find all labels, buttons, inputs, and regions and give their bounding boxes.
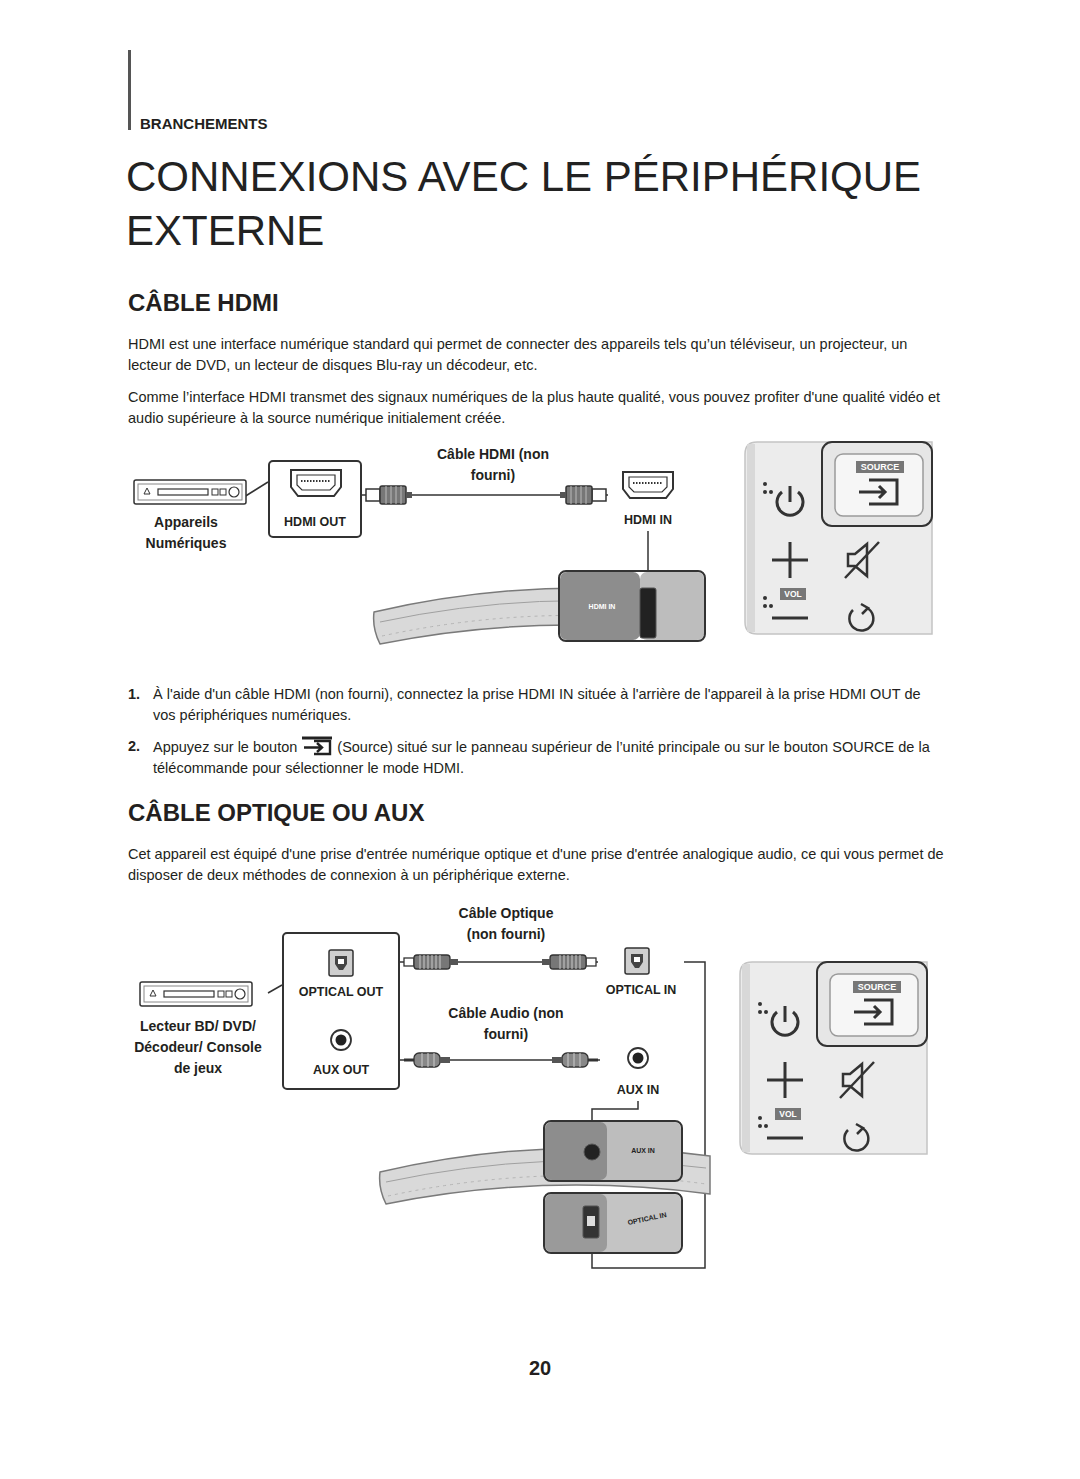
- hdmi-plug: [560, 486, 606, 504]
- node-text: HDMI IN: [574, 602, 630, 611]
- node-text: Lecteur BD/ DVD/ Décodeur/ Console de je…: [128, 1016, 268, 1079]
- device-label-box: Appareils Numériques: [128, 476, 244, 560]
- leader-line: [647, 531, 649, 570]
- optical-plug: [404, 955, 458, 969]
- section-bar: [128, 50, 131, 130]
- cable-label: Câble Optique (non fourni): [443, 903, 569, 945]
- body-text: Cet appareil est équipé d'une prise d'en…: [128, 844, 950, 886]
- control-panel-box: SOURCE VOL: [740, 962, 930, 1152]
- jack-panel: [545, 1122, 607, 1180]
- jack-panel: [545, 1122, 681, 1180]
- node-text: AUX IN: [600, 1082, 676, 1098]
- jack-panel: [545, 1194, 607, 1252]
- port-box: AUX IN: [600, 1045, 676, 1101]
- hdmi-socket: [640, 588, 656, 638]
- optical-port: [329, 950, 353, 976]
- step-text: Appuyez sur le bouton(Source) situé sur …: [153, 736, 943, 779]
- jack-panel: [640, 572, 704, 640]
- cable-label: Câble HDMI (non fourni): [434, 444, 552, 486]
- leader-line: [268, 985, 282, 993]
- leader-line: [244, 482, 268, 497]
- zoom-box: AUX IN: [543, 1120, 683, 1182]
- aux-socket: [584, 1144, 600, 1160]
- node-text: HDMI IN: [608, 512, 688, 528]
- node-text: OPTICAL OUT: [284, 984, 398, 1000]
- section-name: BRANCHEMENTS: [140, 113, 540, 134]
- node-text: VOL: [775, 1108, 801, 1120]
- port-box: HDMI IN: [608, 466, 688, 531]
- page-title: CONNEXIONS AVEC LE PÉRIPHÉRIQUE EXTERNE: [126, 150, 1026, 258]
- soundbar: [374, 588, 704, 644]
- source-icon-part: [304, 743, 322, 752]
- leader-line: [592, 1101, 638, 1120]
- step-text-part: Appuyez sur le bouton: [153, 739, 297, 755]
- control-panel-box: SOURCE VOL: [745, 442, 932, 634]
- device-icon: [134, 480, 246, 504]
- port-callout-box: HDMI OUT: [268, 460, 362, 538]
- body-text: HDMI est une interface numérique standar…: [128, 334, 950, 376]
- control-panel: [745, 442, 932, 634]
- aux-jack: [628, 1048, 648, 1068]
- zoom-box: HDMI IN: [558, 570, 706, 642]
- node-text: OPTICAL IN: [617, 1208, 678, 1229]
- source-icon-part: [302, 737, 332, 740]
- node-text: HDMI OUT: [270, 514, 360, 530]
- cable-label: Câble Audio (non fourni): [443, 1003, 569, 1045]
- step-number: 2.: [128, 736, 152, 757]
- node-text: SOURCE: [856, 461, 904, 473]
- port-box: OPTICAL IN: [598, 945, 684, 1001]
- section-heading: CÂBLE OPTIQUE OU AUX: [128, 798, 728, 828]
- device-label-box: Lecteur BD/ DVD/ Décodeur/ Console de je…: [128, 978, 268, 1088]
- audio-plug: [404, 1053, 450, 1067]
- source-icon: [300, 736, 334, 756]
- section-heading: CÂBLE HDMI: [128, 288, 728, 318]
- node-text: OPTICAL IN: [598, 982, 684, 998]
- audio-plug: [552, 1053, 598, 1067]
- body-text: Comme l’interface HDMI transmet des sign…: [128, 387, 950, 429]
- step-text: À l'aide d'un câble HDMI (non fourni), c…: [153, 684, 943, 726]
- port-callout-box: OPTICAL OUT AUX OUT: [282, 932, 400, 1090]
- optical-socket: [587, 1216, 595, 1226]
- zoom-box: OPTICAL IN: [543, 1192, 683, 1254]
- control-panel: [740, 962, 927, 1154]
- node-text: SOURCE: [853, 981, 901, 993]
- node-text: VOL: [780, 588, 806, 600]
- node-text: Appareils Numériques: [128, 512, 244, 554]
- hdmi-port: [623, 472, 673, 498]
- hdmi-plug: [366, 486, 412, 504]
- optical-socket: [583, 1206, 599, 1238]
- jack-panel: [560, 572, 640, 640]
- step-number: 1.: [128, 684, 152, 705]
- device-icon: [140, 982, 252, 1006]
- jack-panel: [545, 1194, 681, 1252]
- optical-port: [625, 948, 649, 974]
- page-number: 20: [0, 1355, 1080, 1381]
- hdmi-port: [291, 470, 341, 496]
- node-text: AUX OUT: [284, 1062, 398, 1078]
- node-text: AUX IN: [621, 1146, 665, 1155]
- aux-jack: [331, 1030, 351, 1050]
- optical-plug: [542, 955, 596, 969]
